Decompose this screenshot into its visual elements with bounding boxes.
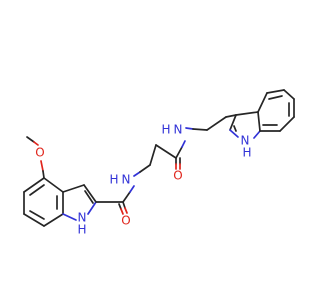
- bond: [129, 185, 135, 193]
- bond: [122, 191, 131, 203]
- bond: [149, 144, 157, 166]
- bond: [229, 129, 239, 138]
- double-bond: [233, 125, 237, 132]
- linker-chain: [133, 144, 177, 177]
- bond: [253, 130, 261, 139]
- carboxamide-group: O N H: [95, 173, 135, 228]
- bond: [43, 177, 64, 193]
- double-bond: [118, 203, 122, 210]
- bond: [62, 213, 77, 221]
- aromatic-bond: [29, 184, 45, 196]
- amide2-nitrogen-label: N: [174, 123, 183, 137]
- indole2-hydrogen-label: H: [242, 146, 251, 160]
- bond: [185, 127, 194, 130]
- structure-drawing: O N H O N H: [23, 89, 295, 237]
- methoxyindole-benzene-ring: [23, 177, 64, 227]
- bond: [279, 116, 295, 132]
- indole1-hydrogen-label: H: [77, 223, 86, 237]
- amide2-oxygen-label: O: [173, 169, 182, 183]
- double-bond: [84, 190, 94, 204]
- methoxyindole-pyrrole-ring: N H: [62, 184, 97, 237]
- amide1-hydrogen-label: H: [109, 173, 118, 187]
- bond: [225, 114, 237, 118]
- bond: [83, 184, 97, 203]
- aromatic-bond: [268, 95, 283, 100]
- bond: [133, 171, 141, 177]
- bond: [139, 164, 151, 173]
- amide1-oxygen-label: O: [121, 214, 130, 228]
- methyl-bond: [26, 136, 35, 143]
- bond: [266, 89, 285, 94]
- propanamide-group: O N H: [161, 123, 186, 183]
- bond: [155, 144, 177, 159]
- aromatic-bond: [29, 210, 45, 220]
- indole1-nitrogen-label: N: [78, 211, 87, 225]
- bond: [87, 201, 97, 215]
- double-bond: [120, 208, 124, 215]
- methoxy-oxygen-label: O: [35, 146, 44, 160]
- tryptamine-pyrrole-ring: N H: [229, 111, 261, 160]
- amide1-nitrogen-label: N: [122, 173, 131, 187]
- methoxy-o-ring-bond: [40, 160, 44, 172]
- methoxy-ring-bond: [42, 170, 45, 179]
- bond: [257, 92, 268, 113]
- bond: [62, 184, 85, 193]
- double-bond: [122, 201, 126, 209]
- double-bond: [124, 207, 128, 214]
- bond: [283, 89, 295, 100]
- bond: [229, 114, 237, 131]
- bond: [181, 140, 186, 148]
- bond: [206, 116, 227, 131]
- bond: [235, 111, 259, 116]
- bond: [175, 146, 183, 159]
- bond: [23, 213, 45, 227]
- bond: [23, 177, 45, 193]
- amide2-hydrogen-label: H: [161, 123, 170, 137]
- methoxy-group: O: [26, 136, 45, 179]
- molecule-diagram: O N H O N H: [23, 89, 295, 237]
- bond: [257, 111, 261, 132]
- bond: [43, 213, 64, 227]
- ethyl-chain: [185, 114, 237, 131]
- methoxy-o-bond: [33, 141, 39, 146]
- indole2-nitrogen-label: N: [241, 134, 250, 148]
- tryptamine-benzene-ring: [257, 89, 295, 132]
- bond: [192, 128, 208, 131]
